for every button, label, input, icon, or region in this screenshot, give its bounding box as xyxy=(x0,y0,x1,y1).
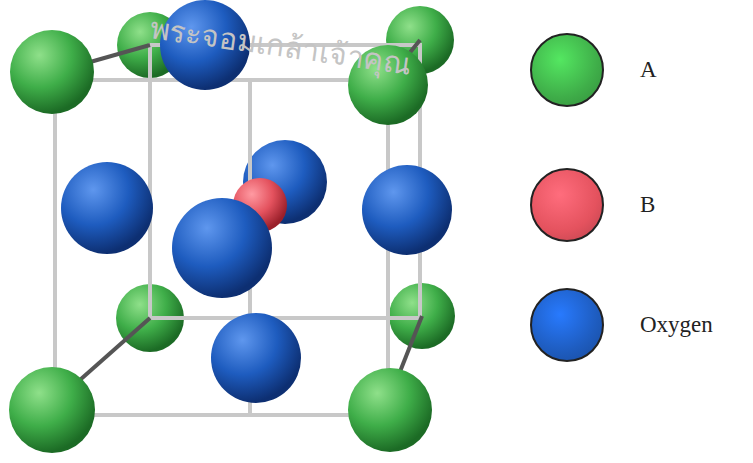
legend-label: Oxygen xyxy=(640,312,713,338)
front-corner-atoms xyxy=(9,30,432,453)
legend-swatch xyxy=(530,33,604,107)
oxygen-bottom xyxy=(211,313,301,403)
oxygen-right xyxy=(362,165,452,255)
legend-swatch xyxy=(530,168,604,242)
legend-swatch xyxy=(530,288,604,362)
legend-label: A xyxy=(640,57,657,83)
oxygen-left xyxy=(61,162,153,254)
oxygen-front xyxy=(172,198,272,298)
legend-label: B xyxy=(640,192,655,218)
